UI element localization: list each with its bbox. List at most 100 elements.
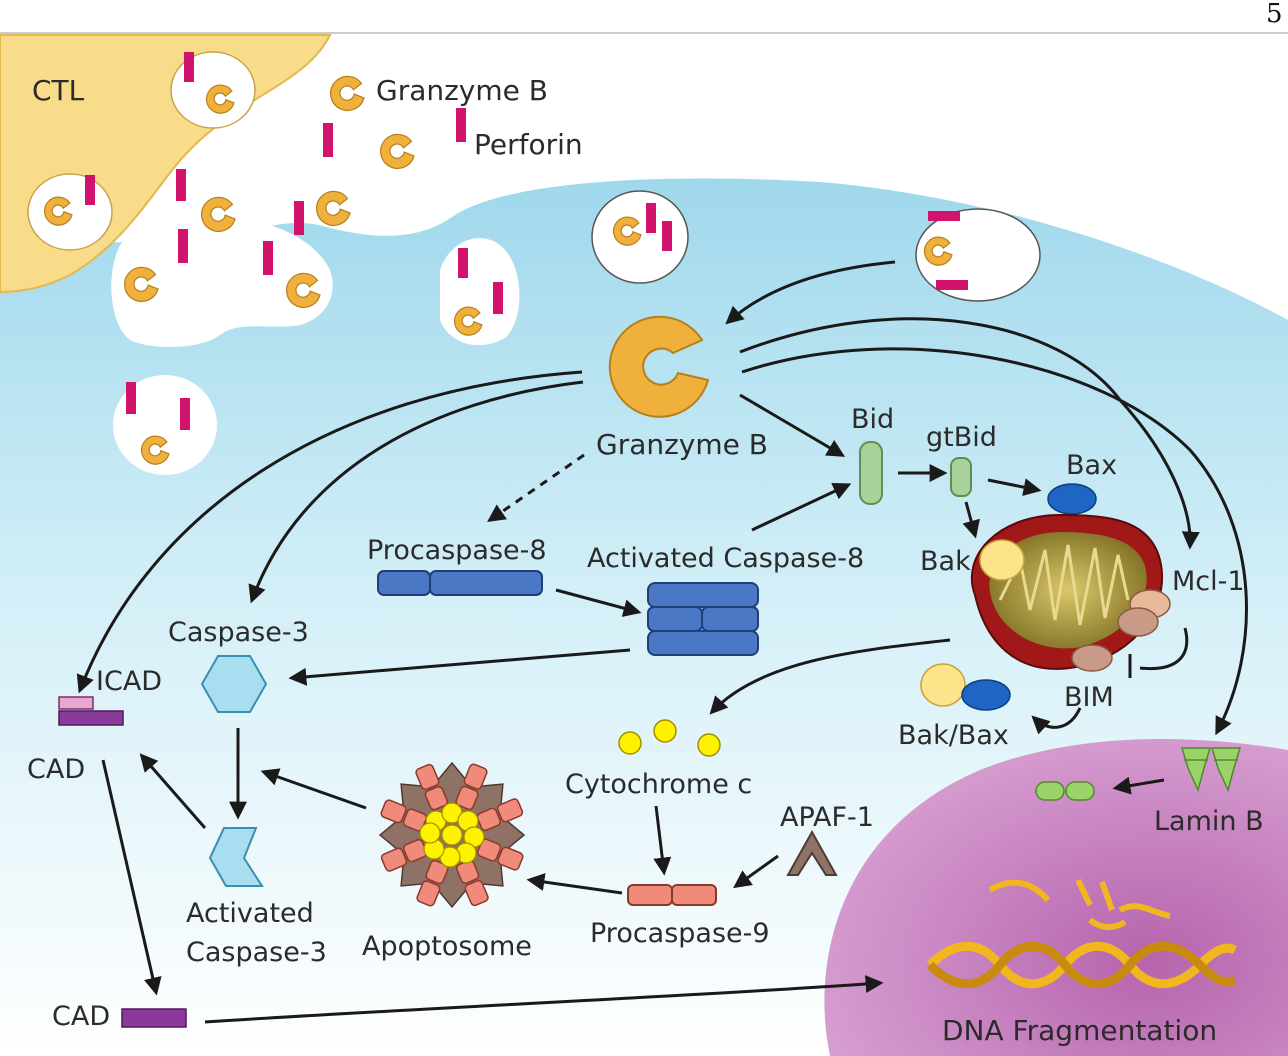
perforin-particle (126, 382, 136, 414)
apoptosome-spoke (425, 859, 449, 885)
perforin-particle (294, 201, 304, 235)
granzyme-b-label: Granzyme B (596, 428, 768, 461)
granzyme-particle (330, 75, 365, 111)
perforin-particle (458, 248, 468, 278)
granzyme-particle (140, 435, 170, 465)
procaspase-8-label: Procaspase-8 (367, 535, 547, 566)
granzyme-particle (205, 84, 235, 114)
apoptosome-spoke (497, 846, 524, 871)
apoptosome-spoke (463, 763, 488, 790)
granzyme-particle (612, 216, 642, 246)
granzyme-particle (201, 196, 236, 232)
procaspase-8 (377, 570, 543, 596)
lamin-b-fragments (1035, 781, 1095, 801)
dna-helix (926, 941, 1238, 989)
apoptosome-label: Apoptosome (362, 931, 532, 962)
perforin-particle (928, 211, 960, 221)
cad-top-label: CAD (27, 754, 85, 785)
icad-cad-complex (58, 696, 124, 726)
activated-caspase-3-line2: Caspase-3 (186, 937, 327, 968)
endosome-right (915, 208, 1041, 302)
bak-label: Bak (920, 546, 971, 577)
activated-caspase-8 (647, 582, 759, 656)
apoptosome-spoke (402, 808, 428, 832)
icad-label: ICAD (96, 666, 162, 697)
pathway-arrows (76, 260, 1248, 1024)
apoptosome-spoke (455, 785, 479, 811)
activated-caspase-3-line1: Activated (186, 898, 314, 929)
bid-protein (859, 441, 883, 505)
procaspase-9 (627, 884, 717, 906)
ctl-label: CTL (32, 74, 85, 107)
apoptosome-spoke (415, 763, 440, 791)
apoptosome-spoke (380, 799, 407, 824)
granzyme-particle (316, 190, 351, 226)
cad-bottom-label: CAD (52, 1001, 110, 1032)
procaspase-9-label: Procaspase-9 (590, 918, 770, 949)
bax-label: Bax (1066, 450, 1117, 481)
dna-fragmentation-label: DNA Fragmentation (942, 1014, 1217, 1047)
bax-protein (1047, 483, 1097, 515)
apoptosome-spoke (424, 785, 449, 811)
lamin-b-label: Lamin B (1154, 806, 1264, 837)
perforin-particle (178, 229, 188, 263)
lamin-b (1180, 747, 1242, 793)
granzyme-particles (43, 75, 953, 465)
cad-protein (121, 1008, 187, 1028)
granzyme-particle (43, 196, 73, 226)
granzyme-particle (453, 306, 483, 336)
cytochrome-c-label: Cytochrome c (565, 769, 752, 800)
perforin-particles (85, 52, 968, 430)
dna-fragments (988, 878, 1171, 930)
apoptosome-spoke (380, 847, 408, 872)
bak-bax-bax (961, 679, 1011, 711)
bak-protein (979, 539, 1025, 581)
ctl-vesicle-left (27, 173, 113, 251)
bak-bax-label: Bak/Bax (898, 720, 1009, 751)
caspase-3-label: Caspase-3 (168, 617, 309, 648)
apaf-1-label: APAF-1 (780, 802, 874, 833)
mito-protein-2 (1117, 607, 1159, 637)
granzyme-particle (923, 236, 953, 266)
apoptosome-spoke (496, 798, 524, 823)
bid-label: Bid (851, 404, 894, 435)
apaf-1 (786, 829, 838, 876)
apoptosome-spoke (464, 879, 489, 907)
granzyme-particle (380, 133, 415, 169)
bim-protein (1071, 644, 1113, 672)
granzyme-b-large (608, 315, 710, 418)
apoptosome-cytochrome (419, 822, 441, 844)
apoptosome-spoke (476, 838, 502, 862)
perforin-particle (176, 169, 186, 201)
lower-vesicle (113, 375, 217, 475)
mcl1-label: Mcl-1 (1172, 566, 1245, 597)
perforin-particle (936, 280, 968, 290)
gtbid-label: gtBid (926, 422, 997, 453)
perforin-particle (493, 282, 503, 314)
caspase-3 (200, 655, 268, 713)
bak-bax-bak (920, 663, 966, 707)
granzyme-particle (286, 272, 321, 308)
perforin-particle (456, 108, 466, 142)
apoptosome-spoke (476, 807, 502, 832)
synapse-pocket (111, 216, 333, 347)
perforin-particle (662, 221, 672, 251)
activated-caspase-8-label: Activated Caspase-8 (587, 543, 864, 574)
perforin-particle (180, 398, 190, 430)
apoptosome (378, 761, 526, 909)
apoptosome-spoke (416, 880, 441, 907)
page-number: 5 (1266, 0, 1283, 29)
perforin-particle (184, 52, 194, 82)
activated-caspase-3 (208, 827, 264, 887)
perforin-particle (263, 241, 273, 275)
gtbid-protein (950, 457, 972, 497)
perforin-particle (85, 175, 95, 205)
legend-perforin-label: Perforin (474, 128, 583, 161)
bim-label: BIM (1064, 682, 1114, 713)
apoptosome-cytochrome (441, 824, 463, 846)
cytochrome-c (618, 719, 721, 757)
perforin-particle (646, 203, 656, 233)
legend-granzyme-label: Granzyme B (376, 74, 548, 107)
granzyme-particle (124, 266, 159, 302)
